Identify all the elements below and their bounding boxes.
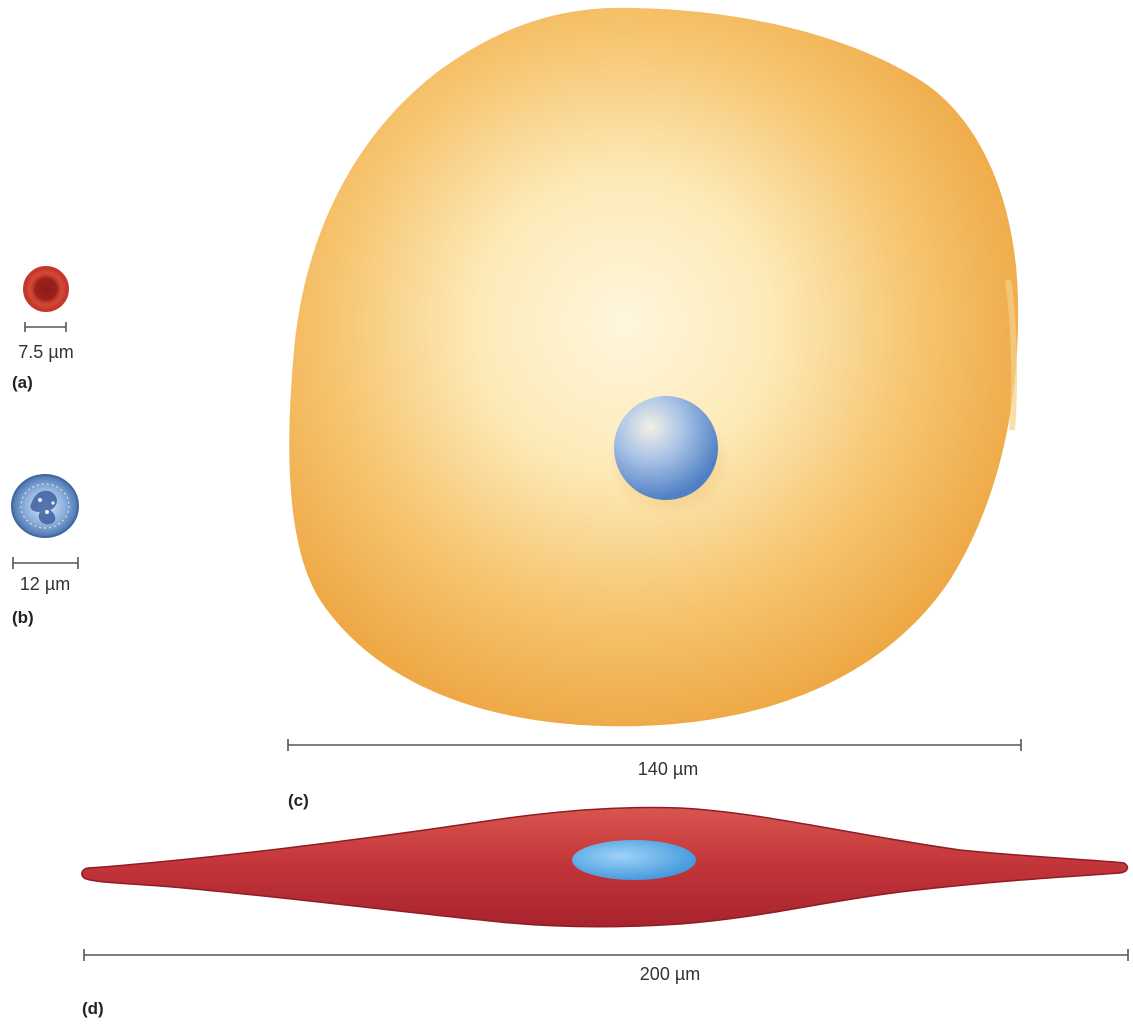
scale-bar-a bbox=[24, 322, 67, 332]
scale-label-b: 12 µm bbox=[20, 574, 70, 594]
nucleus-icon bbox=[614, 396, 718, 500]
muscle-nucleus-icon bbox=[572, 840, 696, 880]
panel-b: 12 µm (b) bbox=[11, 474, 79, 627]
panel-c: 140 µm (c) bbox=[287, 7, 1022, 810]
panel-label-d: (d) bbox=[82, 999, 104, 1018]
scale-label-d: 200 µm bbox=[640, 964, 700, 984]
white-blood-cell-icon bbox=[11, 474, 79, 538]
panel-label-a: (a) bbox=[12, 373, 33, 392]
red-blood-cell-icon bbox=[23, 266, 69, 312]
scale-bar-b bbox=[12, 557, 79, 569]
panel-d: 200 µm (d) bbox=[81, 806, 1129, 1018]
egg-cell-icon bbox=[289, 7, 1019, 727]
smooth-muscle-cell-icon bbox=[81, 806, 1129, 928]
panel-label-b: (b) bbox=[12, 608, 34, 627]
scale-label-c: 140 µm bbox=[638, 759, 698, 779]
scale-bar-d bbox=[83, 949, 1129, 961]
panel-label-c: (c) bbox=[288, 791, 309, 810]
scale-label-a: 7.5 µm bbox=[18, 342, 73, 362]
scale-bar-c bbox=[287, 739, 1022, 751]
panel-a: 7.5 µm (a) bbox=[12, 266, 74, 392]
